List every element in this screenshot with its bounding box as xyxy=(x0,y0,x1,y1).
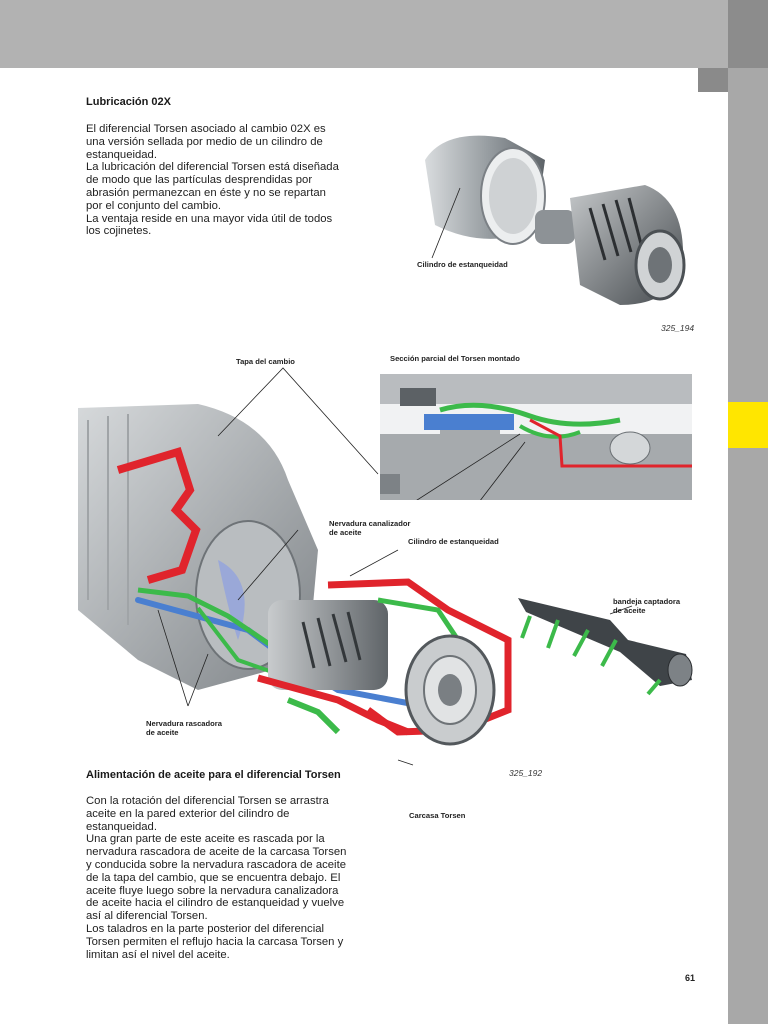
label-seccion-parcial: Sección parcial del Torsen montado xyxy=(390,354,520,363)
figure-partial-section xyxy=(380,374,692,500)
label-tapa-cambio: Tapa del cambio xyxy=(236,357,295,366)
chapter-marker xyxy=(728,402,768,448)
label-sealing-cylinder-top: Cilindro de estanqueidad xyxy=(417,260,508,269)
side-band-corner xyxy=(728,0,768,68)
figure-torsen-cutaway xyxy=(78,367,512,766)
section1-body: El diferencial Torsen asociado al cambio… xyxy=(86,123,339,238)
figure-oil-tray xyxy=(518,598,693,696)
side-band xyxy=(728,0,768,1024)
label-carcasa-torsen: Carcasa Torsen xyxy=(409,811,466,820)
section2-title: Alimentación de aceite para el diferenci… xyxy=(86,769,341,781)
label-nervadura-canalizadora: Nervadura canalizador de aceite xyxy=(329,519,411,537)
header-band xyxy=(0,0,728,68)
label-nervadura-rascadora: Nervadura rascadora de aceite xyxy=(146,719,222,737)
figure1-number: 325_194 xyxy=(661,323,695,333)
figure2-number: 325_192 xyxy=(509,768,543,778)
corner-tab xyxy=(698,68,728,92)
page-number: 61 xyxy=(685,973,696,983)
label-sealing-cylinder-bottom: Cilindro de estanqueidad xyxy=(408,537,499,546)
section2-body: Con la rotación del diferencial Torsen s… xyxy=(86,795,347,961)
figure-sealing-cylinder xyxy=(425,135,686,305)
section1-title: Lubricación 02X xyxy=(86,96,171,108)
label-bandeja-captadora: bandeja captadora de aceite xyxy=(613,597,681,615)
